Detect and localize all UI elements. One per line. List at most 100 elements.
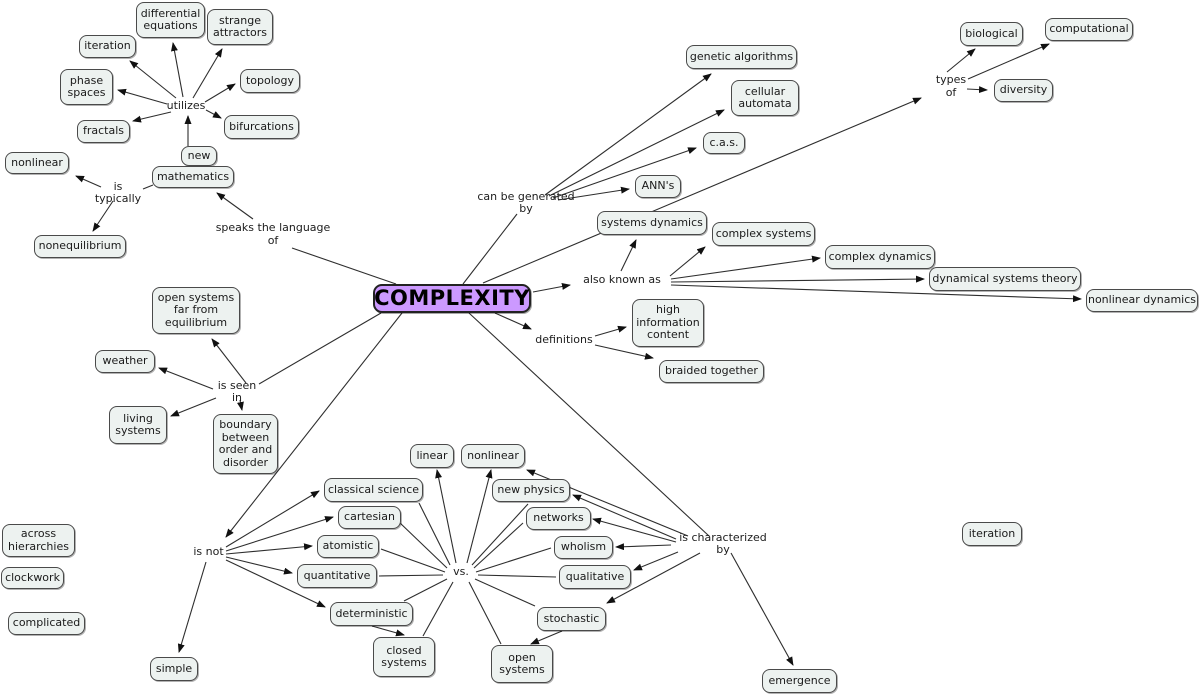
edge-9 bbox=[75, 175, 102, 188]
concept-complicated[interactable]: complicated bbox=[8, 612, 85, 635]
concept-phase-spaces[interactable]: phase spaces bbox=[60, 69, 113, 105]
concept-complex-systems[interactable]: complex systems bbox=[712, 222, 815, 246]
concept-simple[interactable]: simple bbox=[150, 657, 198, 681]
concept-deterministic[interactable]: deterministic bbox=[330, 602, 413, 626]
concept-strange-attractors[interactable]: strange attractors bbox=[207, 9, 273, 45]
edge-2 bbox=[192, 48, 223, 99]
concept-mathematics[interactable]: mathematics bbox=[152, 166, 234, 188]
edge-20 bbox=[669, 246, 706, 277]
link-phrase-also-known-as[interactable]: also known as bbox=[583, 272, 661, 286]
edge-34 bbox=[170, 397, 217, 417]
edge-62 bbox=[633, 551, 679, 571]
concept-nonlinear-dynamics[interactable]: nonlinear dynamics bbox=[1086, 289, 1198, 312]
edge-53 bbox=[403, 578, 448, 602]
edge-57 bbox=[468, 312, 710, 537]
link-phrase-is-not[interactable]: is not bbox=[193, 544, 224, 558]
link-phrase-is-typically[interactable]: is typically bbox=[94, 179, 142, 205]
concept-linear[interactable]: linear bbox=[410, 444, 454, 468]
concept-biological[interactable]: biological bbox=[960, 22, 1023, 46]
edge-group bbox=[75, 42, 1082, 666]
concept-stochastic[interactable]: stochastic bbox=[537, 607, 606, 631]
concept-dynamical-systems-theory[interactable]: dynamical systems theory bbox=[929, 267, 1081, 291]
link-phrase-speaks-the-language-of[interactable]: speaks the language of bbox=[215, 221, 331, 247]
concept-clockwork[interactable]: clockwork bbox=[1, 567, 64, 589]
concept-high-information-content[interactable]: high information content bbox=[632, 299, 704, 347]
concept-braided-together[interactable]: braided together bbox=[659, 360, 764, 383]
link-phrase-is-characterized-by[interactable]: is characterized by bbox=[679, 530, 767, 556]
concept-living-systems[interactable]: living systems bbox=[109, 406, 167, 444]
link-phrase-can-be-generated-by[interactable]: can be generated by bbox=[477, 189, 575, 215]
link-phrase-is-seen-in[interactable]: is seen in bbox=[217, 378, 257, 404]
link-phrase-vs[interactable]: vs. bbox=[453, 564, 469, 578]
concept-boundary-order-disorder[interactable]: boundary between order and disorder bbox=[213, 414, 278, 474]
concept-atomistic[interactable]: atomistic bbox=[317, 535, 379, 558]
concept-emergence[interactable]: emergence bbox=[762, 669, 837, 693]
concept-across-hierarchies[interactable]: across hierarchies bbox=[2, 524, 75, 557]
concept-quantitative[interactable]: quantitative bbox=[297, 564, 377, 588]
edge-63 bbox=[606, 552, 701, 604]
edge-24 bbox=[494, 312, 532, 330]
edge-65 bbox=[371, 625, 405, 637]
edge-19 bbox=[620, 239, 637, 272]
edge-56 bbox=[468, 581, 502, 645]
concept-classical-science[interactable]: classical science bbox=[324, 478, 423, 502]
concept-genetic-algorithms[interactable]: genetic algorithms bbox=[686, 45, 797, 69]
link-phrase-types-of[interactable]: types of bbox=[935, 73, 967, 99]
edge-23 bbox=[670, 284, 1082, 303]
concept-diversity[interactable]: diversity bbox=[994, 79, 1053, 102]
edge-50 bbox=[475, 547, 552, 573]
edge-44 bbox=[466, 469, 493, 564]
edge-27 bbox=[482, 97, 922, 284]
concept-iteration-right[interactable]: iteration bbox=[962, 522, 1022, 546]
edge-46 bbox=[471, 503, 529, 566]
concept-new-physics[interactable]: new physics bbox=[492, 479, 570, 502]
concept-weather[interactable]: weather bbox=[95, 350, 155, 373]
concept-cas[interactable]: c.a.s. bbox=[703, 132, 745, 154]
concept-qualitative[interactable]: qualitative bbox=[559, 565, 631, 589]
concept-iteration-top[interactable]: iteration bbox=[79, 35, 136, 58]
edge-15 bbox=[548, 109, 725, 197]
concept-differential-equations[interactable]: differential equations bbox=[136, 2, 205, 38]
concept-open-systems-far[interactable]: open systems far from equilibrium bbox=[152, 287, 240, 334]
concept-bifurcations[interactable]: bifurcations bbox=[224, 115, 299, 139]
edge-17 bbox=[557, 186, 630, 201]
edge-48 bbox=[473, 522, 524, 569]
concept-closed-systems[interactable]: closed systems bbox=[373, 637, 435, 677]
edge-43 bbox=[435, 469, 457, 564]
concept-networks[interactable]: networks bbox=[526, 507, 591, 530]
concept-systems-dynamics[interactable]: systems dynamics bbox=[597, 211, 707, 235]
concept-topology[interactable]: topology bbox=[240, 69, 300, 93]
edge-60 bbox=[592, 517, 677, 543]
edge-32 bbox=[211, 338, 247, 384]
concept-new[interactable]: new bbox=[181, 146, 217, 166]
edge-26 bbox=[594, 344, 654, 360]
concept-complex-dynamics[interactable]: complex dynamics bbox=[825, 245, 935, 269]
edge-40 bbox=[225, 556, 293, 575]
edge-22 bbox=[670, 275, 925, 283]
edge-49 bbox=[380, 548, 446, 573]
concept-nonequilibrium[interactable]: nonequilibrium bbox=[34, 235, 126, 258]
edge-8 bbox=[142, 184, 154, 190]
edge-1 bbox=[171, 42, 184, 98]
link-phrase-utilizes[interactable]: utilizes bbox=[166, 98, 206, 112]
edge-11 bbox=[216, 192, 254, 220]
concept-complexity[interactable]: COMPLEXITY bbox=[373, 284, 531, 313]
edge-6 bbox=[205, 109, 222, 119]
concept-open-systems-bottom[interactable]: open systems bbox=[491, 645, 553, 683]
concept-cartesian[interactable]: cartesian bbox=[338, 506, 401, 529]
edge-41 bbox=[225, 559, 326, 608]
edge-5 bbox=[132, 111, 172, 123]
edge-28 bbox=[946, 48, 976, 73]
link-phrase-definitions[interactable]: definitions bbox=[535, 332, 593, 346]
edge-45 bbox=[418, 502, 451, 566]
concept-fractals[interactable]: fractals bbox=[77, 120, 130, 143]
edge-30 bbox=[966, 86, 988, 94]
concept-wholism[interactable]: wholism bbox=[554, 536, 613, 559]
concept-nonlinear-top[interactable]: nonlinear bbox=[5, 152, 69, 174]
concept-computational[interactable]: computational bbox=[1045, 18, 1133, 41]
concept-nonlinear-bottom[interactable]: nonlinear bbox=[461, 444, 525, 468]
concept-anns[interactable]: ANN's bbox=[635, 175, 681, 198]
concept-cellular-automata[interactable]: cellular automata bbox=[731, 80, 799, 116]
edge-42 bbox=[177, 561, 207, 653]
